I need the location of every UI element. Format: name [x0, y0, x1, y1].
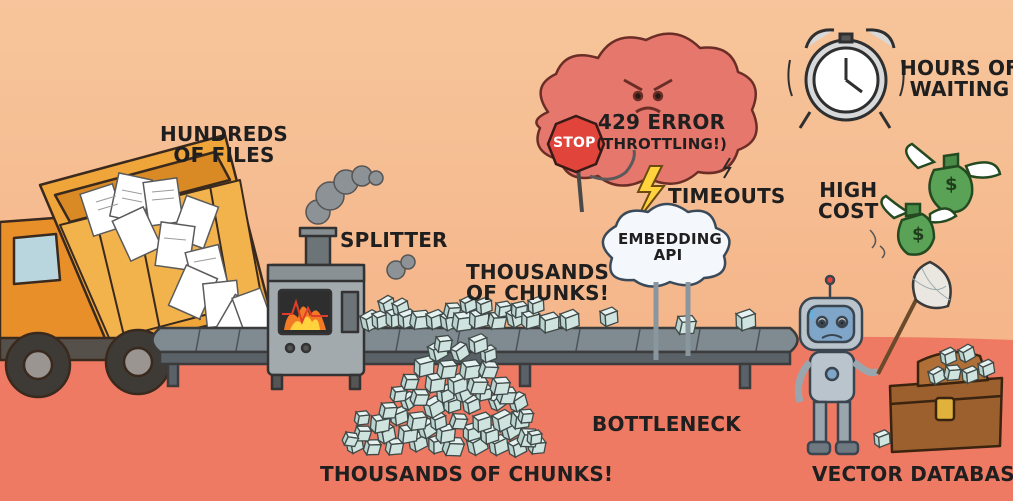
money-symbol-1: $	[945, 174, 958, 195]
chunk-cube-icon	[362, 438, 383, 457]
chunk-cube-icon	[538, 311, 561, 335]
chunk-cube-icon	[451, 310, 475, 333]
chunk-cube-icon	[976, 358, 996, 379]
hundreds-of-files-line-2: OF FILES	[173, 143, 275, 167]
chunk-pile	[341, 332, 548, 459]
thousands-of-chunks-top-line-2: OF CHUNKS!	[466, 281, 610, 305]
thousands-of-chunks-top-line-1: THOUSANDS	[466, 260, 610, 284]
chunk-cube-icon	[734, 308, 757, 333]
chunk-cube-icon	[938, 346, 958, 367]
hundreds-of-files-label: HUNDREDS OF FILES	[160, 124, 288, 166]
chunk-cube-icon	[526, 429, 544, 447]
thousands-of-chunks-bottom-label: THOUSANDS OF CHUNKS!	[320, 462, 614, 486]
money-symbol-2: $	[912, 224, 925, 245]
chunk-cube-icon	[477, 359, 500, 380]
chunk-cube-icon	[510, 300, 529, 320]
chunk-cube-icon	[400, 372, 420, 391]
chunk-cube-icon	[384, 437, 405, 457]
high-cost-line-2: COST	[818, 199, 879, 223]
embedding-cloud-icon	[601, 202, 731, 360]
high-cost-label: HIGH COST	[818, 180, 879, 222]
chunk-cube-icon	[459, 359, 482, 381]
chunk-cube-icon	[471, 411, 493, 434]
paper-stack-icon	[79, 172, 275, 351]
chest-chunks	[872, 343, 996, 449]
hours-of-waiting-label: HOURS OF WAITING	[900, 58, 1013, 100]
timeouts-label: TIMEOUTS	[668, 184, 786, 208]
chunk-cube-icon	[406, 410, 429, 432]
chunk-cube-icon	[378, 401, 399, 421]
chunk-cube-icon	[526, 295, 545, 316]
hours-of-waiting-line-1: HOURS OF	[900, 56, 1013, 80]
error-line-2: (THROTTLING!)	[596, 135, 728, 153]
chunk-cube-icon	[448, 341, 471, 363]
chunk-cube-icon	[943, 364, 963, 382]
belt-chunks	[358, 294, 757, 336]
embedding-api-label: EMBEDDING API	[618, 230, 723, 264]
butterfly-net-icon	[876, 260, 952, 375]
chunk-cube-icon	[448, 412, 469, 430]
fire-icon	[282, 298, 328, 330]
stop-label: STOP	[553, 135, 596, 151]
vector-database-label: VECTOR DATABASE	[812, 462, 1013, 486]
chunk-cube-icon	[490, 408, 514, 434]
embedding-api-line-1: EMBEDDING	[618, 230, 723, 248]
alarm-clock-icon	[787, 28, 905, 129]
splitter-label: SPLITTER	[340, 228, 448, 252]
bottleneck-label: BOTTLENECK	[592, 412, 741, 436]
chunk-cube-icon	[956, 343, 977, 364]
error-line-1: 429 ERROR	[597, 110, 726, 134]
chunk-cube-icon	[409, 387, 431, 407]
chunk-cube-icon	[458, 294, 478, 315]
chunk-cube-icon	[558, 308, 580, 332]
sad-robot-icon	[794, 274, 881, 456]
chunk-cube-icon	[436, 359, 459, 381]
chunk-cube-icon	[376, 294, 397, 315]
treasure-chest-icon	[888, 350, 1004, 454]
chunk-cube-icon	[872, 429, 891, 449]
smoke-icon	[305, 165, 416, 280]
error-label: 429 ERROR (THROTTLING!)	[596, 112, 727, 153]
chunk-cube-icon	[960, 365, 979, 385]
thousands-of-chunks-top-label: THOUSANDS OF CHUNKS!	[466, 262, 609, 304]
flying-money-icon	[869, 142, 1002, 259]
chunk-cube-icon	[341, 430, 360, 448]
chunk-cube-icon	[433, 334, 454, 354]
chunk-cube-icon	[674, 314, 698, 336]
embedding-api-line-2: API	[653, 245, 683, 264]
lightning-icon	[635, 157, 732, 223]
chunk-cube-icon	[926, 365, 947, 386]
chunk-cube-icon	[517, 408, 535, 425]
chunk-cube-icon	[467, 332, 489, 356]
chunk-cube-icon	[413, 355, 436, 379]
chunk-cube-icon	[598, 306, 619, 328]
hundreds-of-files-line-1: HUNDREDS	[160, 122, 288, 146]
stop-sign-icon	[546, 114, 636, 213]
chunk-cube-icon	[474, 296, 493, 316]
hours-of-waiting-line-2: WAITING	[909, 77, 1010, 101]
chunk-cube-icon	[353, 410, 371, 427]
chunk-cube-icon	[489, 376, 512, 397]
high-cost-line-1: HIGH	[819, 178, 878, 202]
